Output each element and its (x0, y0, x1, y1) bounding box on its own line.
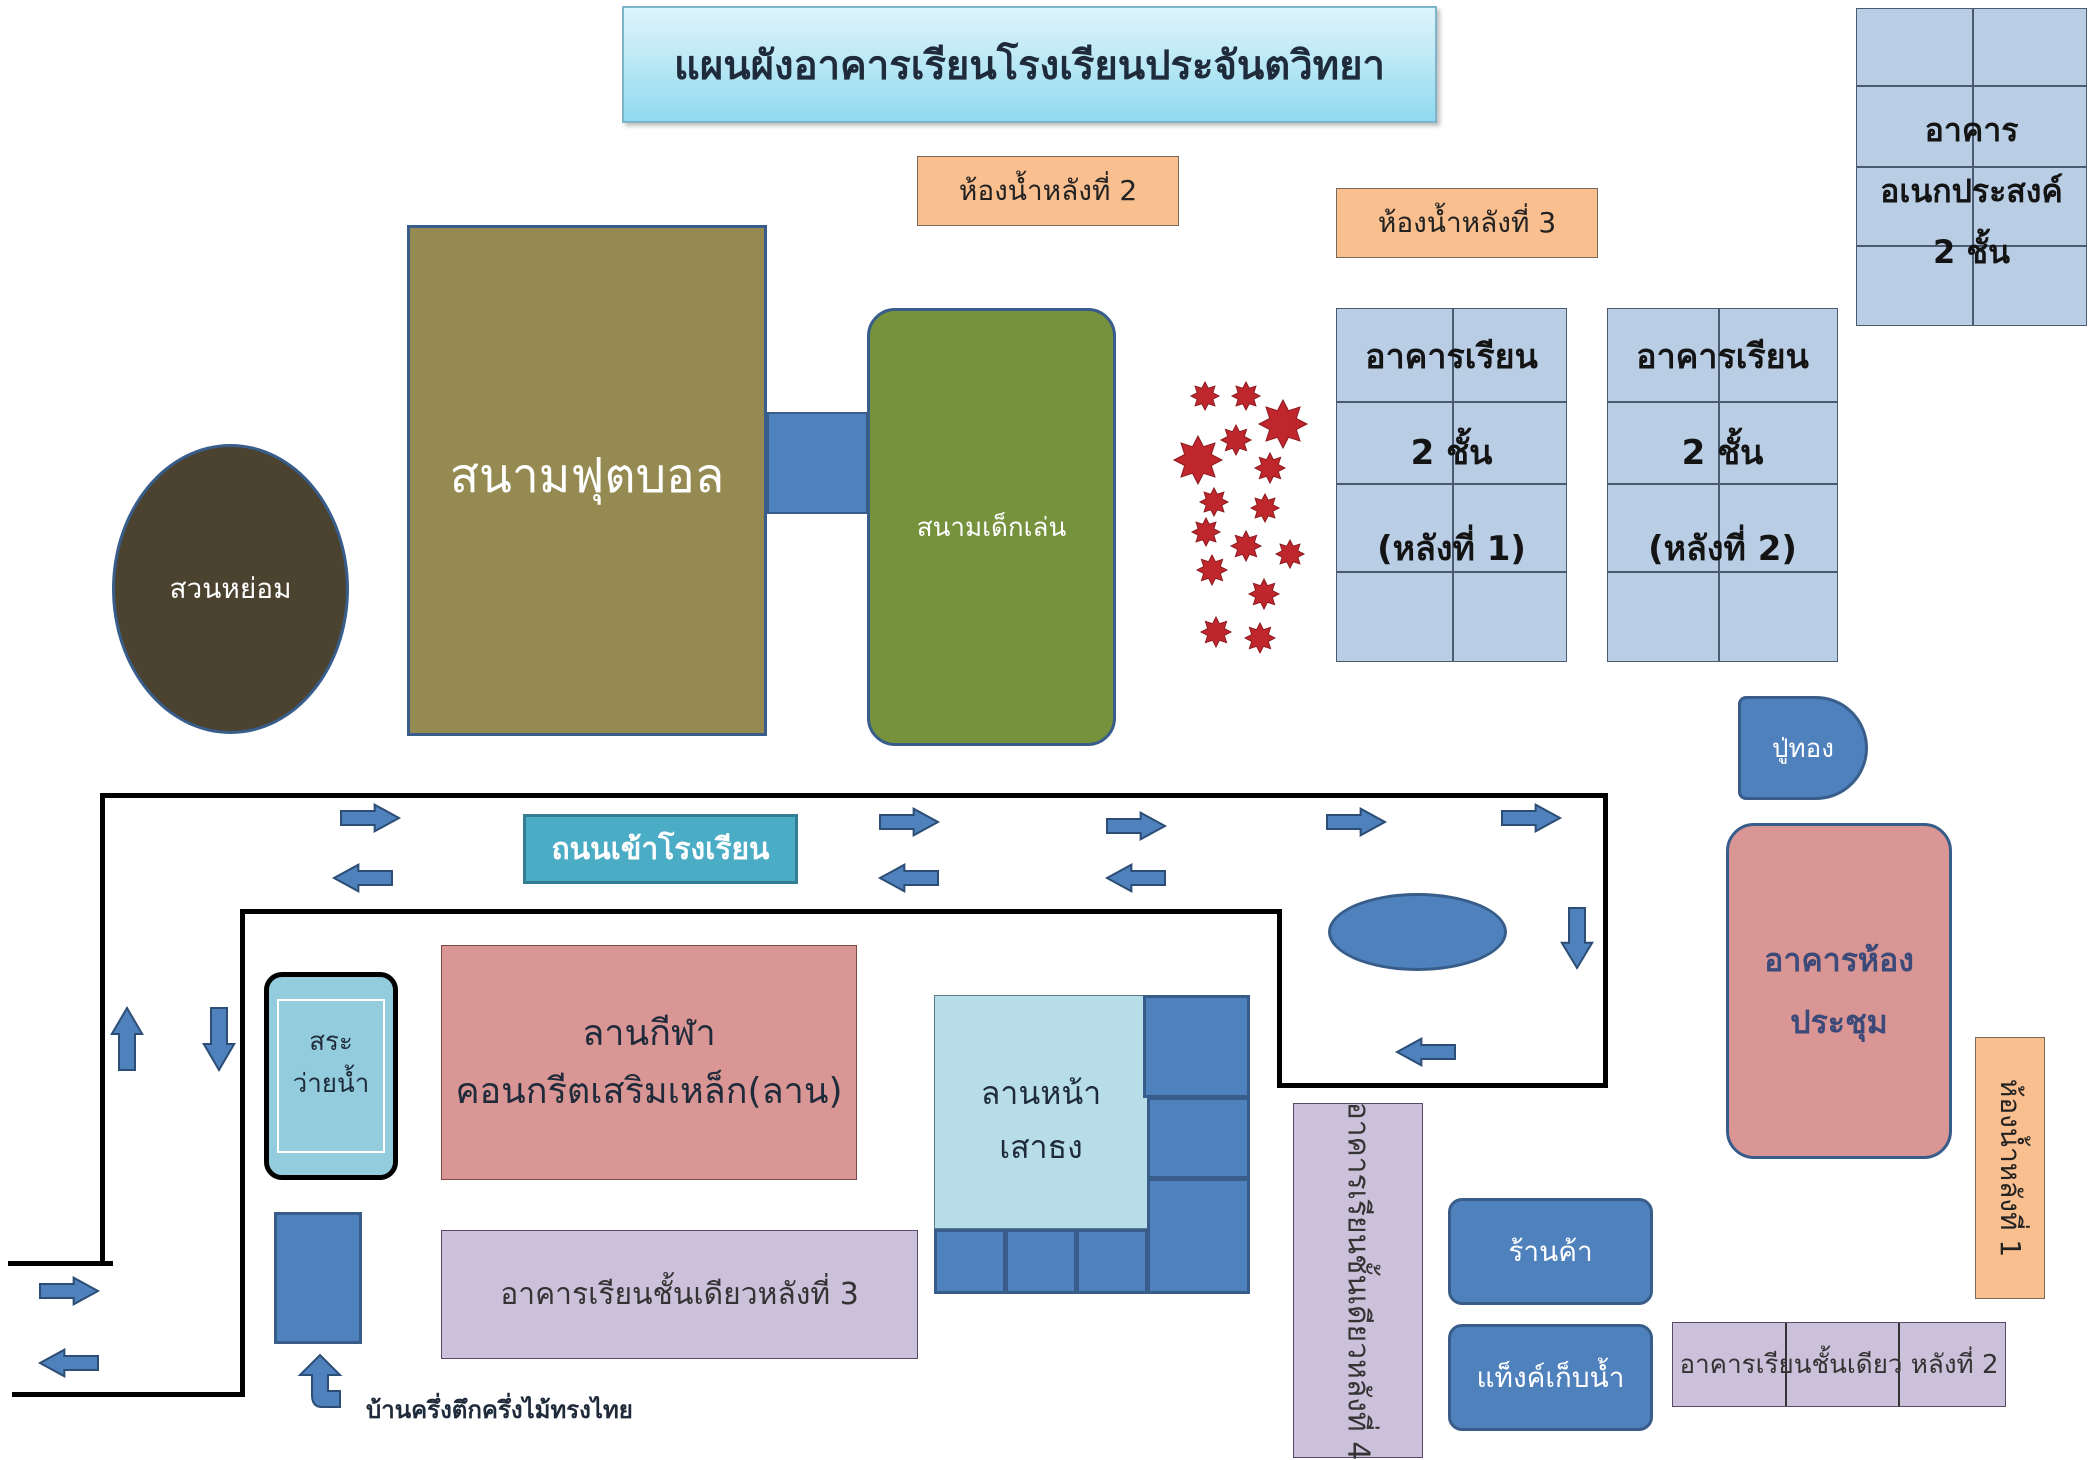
football-label: สนามฟุตบอล (449, 448, 725, 504)
flower-icon (1189, 380, 1221, 412)
single-story-building-3: อาคารเรียนชั้นเดียวหลังที่ 3 (441, 1230, 918, 1359)
building-2: อาคารเรียน 2 ชั้น (หลังที่ 2) (1607, 308, 1838, 662)
roundabout (1328, 893, 1507, 971)
toilet-1: ห้องน้ำหลังที่ 1 (1975, 1037, 2045, 1299)
multipurpose-label-2: อเนกประสงค์ (1880, 172, 2063, 210)
page-title: แผนผังอาคารเรียนโรงเรียนประจันตวิทยา (622, 6, 1437, 123)
flower-icon (1172, 434, 1224, 486)
flagpole-plaza: ลานหน้า เสาธง (934, 995, 1148, 1229)
meeting-label-1: อาคารห้อง (1764, 941, 1914, 979)
road-inner-left (240, 909, 245, 1397)
down-arrow-icon (1560, 907, 1594, 970)
left-arrow-icon (1394, 1037, 1456, 1067)
pool-label: สระ ว่ายน้ำ (269, 1021, 393, 1105)
flagpole-label: ลานหน้า เสาธง (935, 1066, 1147, 1174)
plaza-block (1143, 995, 1250, 1098)
meeting-label-2: ประชุม (1790, 1003, 1888, 1041)
building-2-label-3: (หลังที่ 2) (1648, 529, 1797, 569)
flower-icon (1243, 621, 1277, 655)
swimming-pool: สระ ว่ายน้ำ (264, 972, 398, 1180)
flower-icon (1230, 380, 1262, 412)
flower-icon (1247, 577, 1281, 611)
flower-icon (1190, 516, 1222, 548)
thai-house-label: บ้านครึ่งตึกครึ่งไม้ทรงไทย (366, 1396, 633, 1424)
building-1-label-1: อาคารเรียน (1365, 337, 1538, 377)
multipurpose-label-1: อาคาร (1924, 111, 2019, 149)
curved-up-arrow-icon (297, 1353, 343, 1408)
pool-label-1: สระ (309, 1027, 353, 1057)
right-arrow-icon (1326, 807, 1388, 837)
shop: ร้านค้า (1448, 1198, 1653, 1305)
left-arrow-icon (1104, 863, 1166, 893)
sports-label-2: คอนกรีตเสริมเหล็ก(ลาน) (455, 1070, 843, 1112)
single-story-building-4: อาคารเรียนชั้นเดียวหลังที่ 4 (1293, 1101, 1423, 1460)
left-arrow-icon (877, 863, 939, 893)
toilet-2: ห้องน้ำหลังที่ 2 (917, 156, 1179, 226)
flower-icon (1219, 423, 1253, 457)
putong-shrine: ปู่ทอง (1738, 696, 1868, 800)
building-1-label-3: (หลังที่ 1) (1377, 529, 1526, 569)
left-arrow-icon (37, 1348, 99, 1378)
left-arrow-icon (331, 863, 393, 893)
multipurpose-building: อาคาร อเนกประสงค์ 2 ชั้น (1856, 8, 2087, 326)
plaza-block (1005, 1229, 1077, 1294)
flower-icon (1229, 529, 1263, 563)
multipurpose-label-3: 2 ชั้น (1933, 233, 2010, 271)
flower-icon (1195, 553, 1229, 587)
right-arrow-icon (1106, 811, 1168, 841)
plaza-block (1147, 1178, 1250, 1294)
flagpole-label-1: ลานหน้า (980, 1074, 1102, 1112)
up-arrow-icon (110, 1006, 144, 1071)
flower-icon (1257, 398, 1309, 450)
road-inner-right-bottom (1277, 1083, 1608, 1088)
garden-label: สวนหย่อม (169, 572, 292, 605)
road-outer-right (1603, 793, 1608, 1088)
right-arrow-icon (340, 803, 402, 833)
building-2-label-2: 2 ชั้น (1681, 433, 1764, 473)
thai-house (274, 1212, 362, 1344)
putong-label: ปู่ทอง (1772, 733, 1834, 764)
sports-label-1: ลานกีฬา (582, 1012, 716, 1054)
flower-cluster (1172, 380, 1309, 655)
road-inner-top (240, 909, 1282, 914)
single-story-building-2-label: อาคารเรียนชั้นเดียว หลังที่ 2 (1679, 1350, 1999, 1380)
football-field: สนามฟุตบอล (407, 225, 767, 736)
plaza-block (1076, 1229, 1148, 1294)
road-entrance-bottom (12, 1392, 244, 1397)
playground: สนามเด็กเล่น (867, 308, 1116, 746)
road-entrance-top (8, 1261, 113, 1266)
pool-label-2: ว่ายน้ำ (292, 1069, 370, 1099)
flagpole-label-2: เสาธง (999, 1128, 1083, 1166)
road-inner-right-vertical (1277, 909, 1282, 1088)
toilet-3: ห้องน้ำหลังที่ 3 (1336, 188, 1598, 258)
down-arrow-icon (202, 1007, 236, 1072)
playground-label: สนามเด็กเล่น (916, 512, 1067, 543)
single-story-building-2: อาคารเรียนชั้นเดียว หลังที่ 2 (1672, 1322, 2006, 1407)
road-sign: ถนนเข้าโรงเรียน (523, 814, 798, 884)
flower-icon (1199, 615, 1233, 649)
building-1: อาคารเรียน 2 ชั้น (หลังที่ 1) (1336, 308, 1567, 662)
field-connector (767, 412, 868, 514)
flower-icon (1249, 492, 1281, 524)
flower-icon (1253, 451, 1287, 485)
right-arrow-icon (1501, 803, 1563, 833)
single-story-building-4-label: อาคารเรียนชั้นเดียวหลังที่ 4 (1340, 1101, 1376, 1460)
sports-court: ลานกีฬา คอนกรีตเสริมเหล็ก(ลาน) (441, 945, 857, 1180)
building-1-label-2: 2 ชั้น (1410, 433, 1493, 473)
plaza-block (934, 1229, 1006, 1294)
right-arrow-icon (879, 807, 941, 837)
road-outer-left (100, 793, 105, 1265)
plaza-block (1147, 1097, 1250, 1179)
garden: สวนหย่อม (112, 444, 349, 734)
right-arrow-icon (39, 1276, 101, 1306)
meeting-building: อาคารห้อง ประชุม (1726, 823, 1952, 1159)
water-tank: แท็งค์เก็บน้ำ (1448, 1324, 1653, 1431)
flower-icon (1198, 486, 1230, 518)
flower-icon (1274, 538, 1306, 570)
building-2-label-1: อาคารเรียน (1636, 337, 1809, 377)
road-outer-top (100, 793, 1607, 798)
